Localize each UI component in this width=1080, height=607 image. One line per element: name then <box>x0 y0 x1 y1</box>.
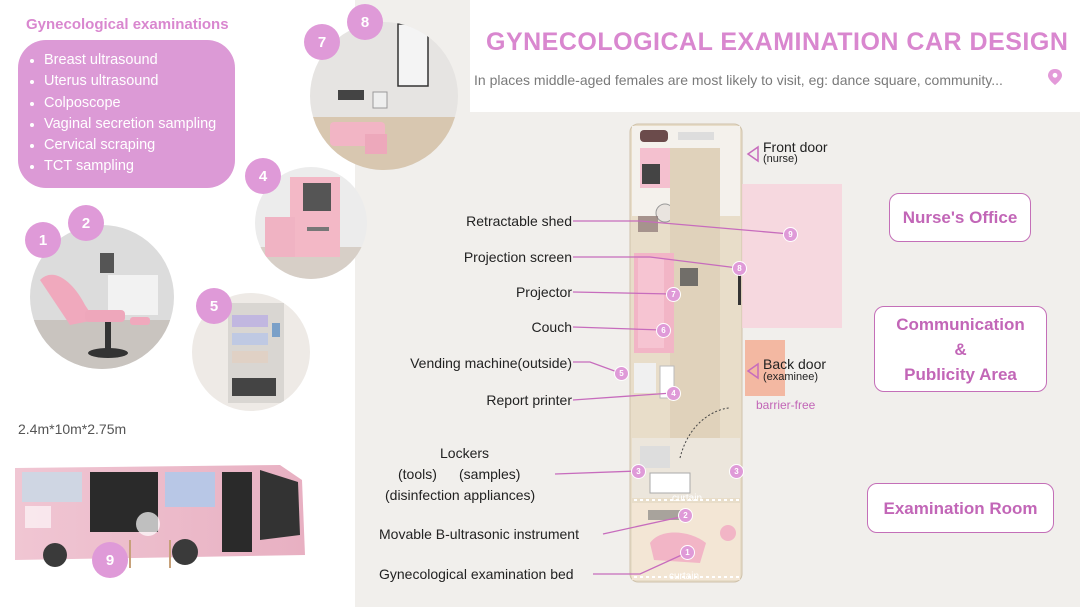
exam-item: Breast ultrasound <box>30 50 235 71</box>
exam-item: Colposcope <box>30 93 235 114</box>
plan-marker: 5 <box>614 366 629 381</box>
photo-number-badge: 1 <box>25 222 61 258</box>
zone-comm-line1: Communication <box>896 314 1025 334</box>
front-door-arrow-icon <box>746 145 759 163</box>
label-vending-machine: Vending machine(outside) <box>410 355 572 371</box>
photo-number-badge: 9 <box>92 542 128 578</box>
plan-marker: 1 <box>680 545 695 560</box>
label-projector: Projector <box>515 284 572 300</box>
zone-comm-line3: Publicity Area <box>904 364 1017 384</box>
vending-machine-render <box>192 293 310 411</box>
plan-marker: 8 <box>732 261 747 276</box>
label-lockers-tools: (tools) <box>398 466 437 482</box>
photo-number-badge: 8 <box>347 4 383 40</box>
front-door-sub: (nurse) <box>763 153 798 165</box>
curtain-label: curtain <box>669 571 700 582</box>
floor-plan <box>629 123 842 583</box>
plan-marker: 7 <box>666 287 681 302</box>
plan-marker: 3 <box>729 464 744 479</box>
label-report-printer: Report printer <box>486 392 572 408</box>
label-retractable-shed: Retractable shed <box>466 213 572 229</box>
zone-comm-line2: & <box>954 339 967 359</box>
exam-item: Uterus ultrasound <box>30 71 235 92</box>
page-title: GYNECOLOGICAL EXAMINATION CAR DESIGN <box>486 28 1069 56</box>
plan-marker: 3 <box>631 464 646 479</box>
photo-number-badge: 7 <box>304 24 340 60</box>
page-subtitle: In places middle-aged females are most l… <box>474 72 1003 88</box>
plan-marker: 9 <box>783 227 798 242</box>
label-lockers: Lockers <box>440 445 490 461</box>
label-lockers-disinfection: (disinfection appliances) <box>385 487 536 503</box>
zone-communication-publicity: Communication & Publicity Area <box>874 306 1047 392</box>
label-projection-screen: Projection screen <box>463 249 572 265</box>
front-door-label: Front door <box>763 139 828 155</box>
label-lockers-samples: (samples) <box>459 466 521 482</box>
exam-list-title: Gynecological examinations <box>26 16 229 33</box>
location-pin-icon <box>1048 69 1062 85</box>
photo-number-badge: 5 <box>196 288 232 324</box>
bus-dimensions: 2.4m*10m*2.75m <box>18 421 127 437</box>
bus-exterior-render <box>15 465 305 568</box>
exam-list-box: Breast ultrasound Uterus ultrasound Colp… <box>18 40 235 188</box>
curtain-label: curtain <box>672 493 703 504</box>
photo-number-badge: 2 <box>68 205 104 241</box>
exam-item: Vaginal secretion sampling <box>30 114 235 135</box>
exam-item: TCT sampling <box>30 156 235 177</box>
plan-marker: 2 <box>678 508 693 523</box>
back-door-sub: (examinee) <box>763 371 819 383</box>
label-exam-bed: Gynecological examination bed <box>379 566 574 582</box>
barrier-free-label: barrier-free <box>756 398 816 412</box>
plan-marker: 6 <box>656 323 671 338</box>
back-door-label: Back door <box>763 356 827 372</box>
header-background <box>470 0 1080 112</box>
label-b-ultrasonic: Movable B-ultrasonic instrument <box>379 526 579 542</box>
zone-examination-room: Examination Room <box>867 483 1054 533</box>
label-couch: Couch <box>531 319 572 335</box>
plan-marker: 4 <box>666 386 681 401</box>
back-door-arrow-icon <box>746 362 759 380</box>
zone-nurse-office: Nurse's Office <box>889 193 1031 242</box>
couch-projector-render <box>310 22 458 170</box>
exam-item: Cervical scraping <box>30 135 235 156</box>
photo-number-badge: 4 <box>245 158 281 194</box>
